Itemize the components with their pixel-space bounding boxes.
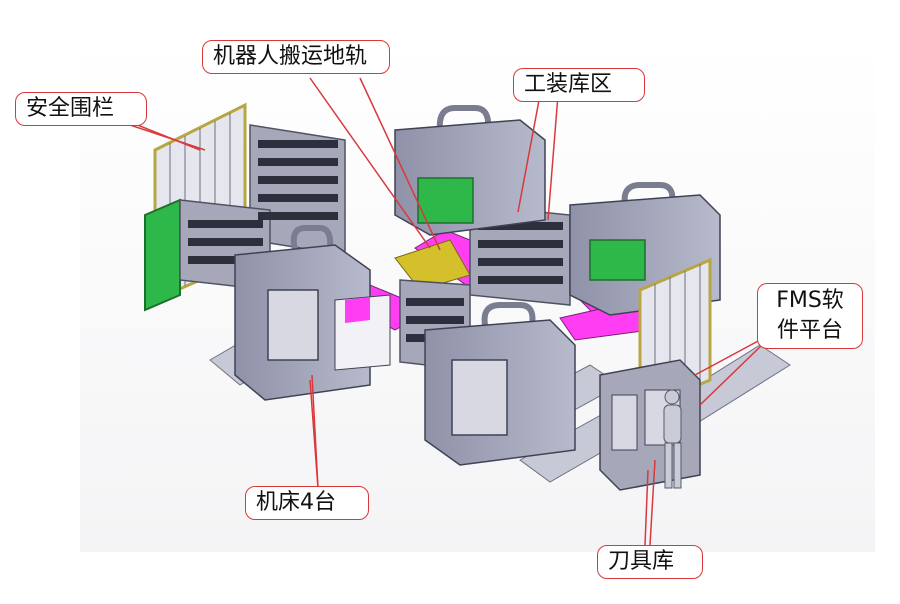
label-safety-fence: 安全围栏 (15, 92, 147, 126)
label-robot-rail: 机器人搬运地轨 (202, 40, 390, 74)
label-tool-magazine: 刀具库 (597, 545, 703, 579)
label-fixture-area: 工装库区 (513, 68, 645, 102)
label-fms-platform: FMS软 件平台 (757, 283, 863, 349)
operator-figure (663, 389, 682, 489)
machine-tool-4 (424, 302, 576, 466)
label-fms-line1: FMS软 (776, 288, 844, 313)
label-machine-tools: 机床4台 (245, 486, 369, 520)
label-fms-line2: 件平台 (776, 318, 843, 343)
machine-tool-1 (234, 225, 391, 401)
fms-control-cabinet (599, 359, 701, 491)
machine-tool-2 (394, 105, 546, 236)
